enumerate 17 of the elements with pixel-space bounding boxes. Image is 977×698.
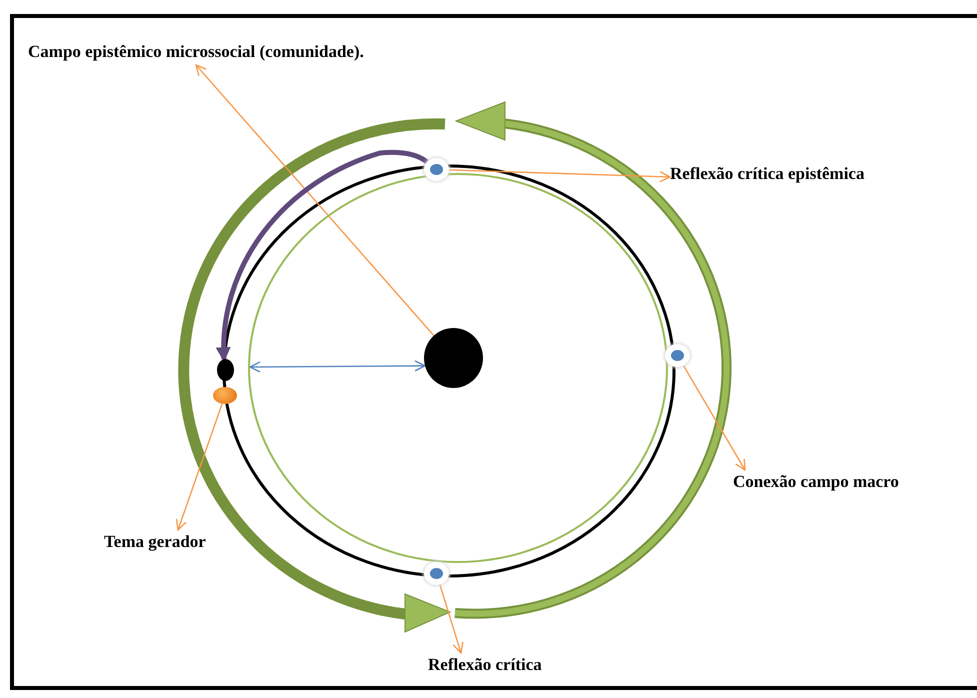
node-label: Reflexão crítica bbox=[428, 653, 542, 677]
arrow bbox=[448, 169, 671, 182]
node-label: Campo epistêmico microssocial (comunidade). bbox=[28, 40, 364, 64]
marker-dot bbox=[671, 350, 684, 361]
node-label: Conexão campo macro bbox=[733, 470, 899, 494]
oval-marker bbox=[213, 387, 237, 404]
arrow bbox=[195, 64, 434, 336]
oval-marker bbox=[217, 359, 234, 381]
curved-arrow bbox=[216, 150, 428, 362]
arrow bbox=[176, 404, 223, 531]
marker-dot bbox=[430, 164, 443, 175]
arrow bbox=[249, 360, 426, 373]
node-label: Reflexão crítica epistêmica bbox=[670, 162, 864, 186]
arrow bbox=[682, 365, 746, 471]
marker-dot bbox=[430, 568, 443, 579]
node-label: Tema gerador bbox=[104, 530, 206, 554]
arrow bbox=[439, 584, 464, 654]
